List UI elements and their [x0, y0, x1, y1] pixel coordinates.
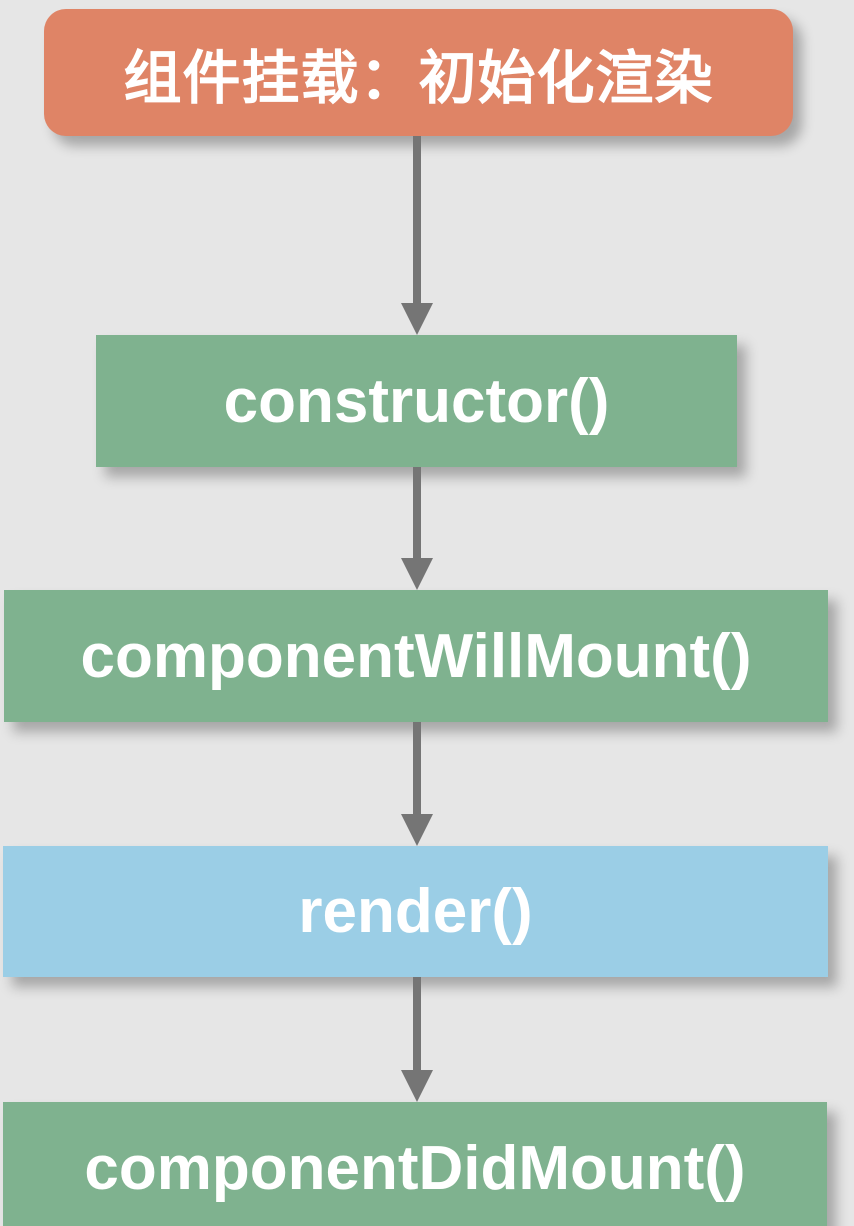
node-render: render() [3, 846, 828, 977]
arrow-head-icon [401, 814, 433, 846]
arrow-head-icon [401, 558, 433, 590]
flow-arrow-1 [401, 136, 433, 335]
arrow-head-icon [401, 1070, 433, 1102]
arrow-head-icon [401, 303, 433, 335]
arrow-shaft [413, 722, 421, 814]
node-render-label: render() [298, 877, 533, 946]
node-constructor: constructor() [96, 335, 737, 467]
flow-arrow-4 [401, 977, 433, 1102]
node-component-will-mount-label: componentWillMount() [80, 621, 752, 691]
node-mount-phase: 组件挂载：初始化渲染 [44, 9, 793, 136]
node-component-did-mount: componentDidMount() [3, 1102, 827, 1226]
node-component-did-mount-label: componentDidMount() [84, 1133, 746, 1203]
node-constructor-label: constructor() [223, 366, 610, 436]
flow-arrow-3 [401, 722, 433, 846]
flow-arrow-2 [401, 467, 433, 590]
node-component-will-mount: componentWillMount() [4, 590, 828, 722]
arrow-shaft [413, 977, 421, 1070]
node-mount-phase-label: 组件挂载：初始化渲染 [123, 45, 714, 111]
arrow-shaft [413, 467, 421, 558]
arrow-shaft [413, 136, 421, 303]
